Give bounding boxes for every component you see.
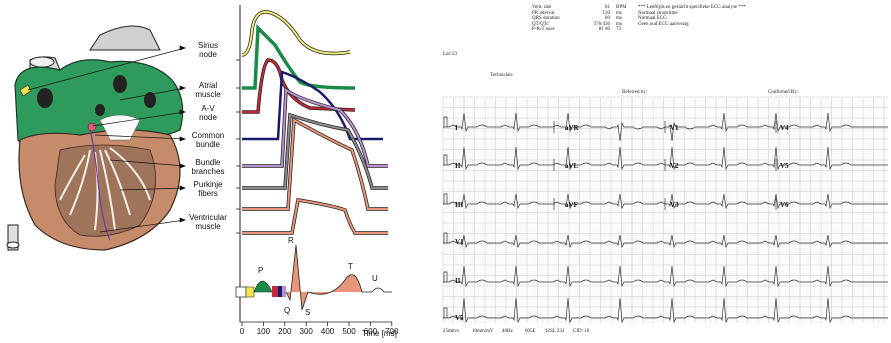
wave-label-s: S (305, 308, 311, 317)
interpretation-line: Normaal ECG (638, 16, 667, 21)
footer-item: 12SL 233 (545, 329, 565, 334)
measurement-unit: ms (616, 21, 622, 27)
ecg-traces (443, 112, 888, 324)
sinus-node-shape (19, 84, 32, 97)
measurement-value: 80 (605, 16, 610, 21)
calibration-pulse (443, 307, 448, 319)
label-bundle-branches: Bundle branches (191, 158, 225, 176)
footer-item: 40Hz (502, 329, 513, 334)
footer-item: 005E (525, 329, 536, 334)
ecg-technician: Technician: (490, 73, 514, 78)
leader-lines (27, 45, 186, 233)
lead-label: V1 (455, 238, 464, 246)
measurement-value: 376/436 (593, 21, 610, 27)
lead-label: aVL (565, 162, 579, 170)
label-atrial-muscle: Atrial muscle (195, 81, 221, 99)
label-sinus-node: Sinus node (197, 41, 218, 59)
measurement-unit: BPM (616, 5, 627, 10)
ecg-trace-row (443, 265, 888, 288)
heart-illustration (6, 25, 184, 251)
measurement-name: PR interval (532, 10, 555, 16)
lead-label: II (455, 162, 461, 170)
time-tick-label: 100 (256, 327, 271, 336)
surface-ecg-trace (235, 244, 392, 311)
ecg-referred-by: Referred by: (622, 90, 648, 95)
wave-label-p: P (258, 266, 264, 275)
ecg-trace-row (443, 234, 888, 249)
ecg-grid (442, 96, 888, 323)
time-tick-label: 200 (278, 327, 292, 336)
measurement-value: 81 80 (598, 27, 610, 32)
measurement-value: 120 (602, 10, 611, 16)
calibration-pulse (443, 193, 448, 205)
label-av-node: A-V node (199, 104, 217, 122)
footer-item: 10mm/mV (472, 329, 494, 334)
ecg-trace-row (443, 297, 888, 324)
lead-label: III (455, 201, 464, 209)
measurement-unit: ms (616, 10, 622, 16)
calibration-pulse (443, 116, 448, 128)
calibration-pulse (443, 271, 448, 283)
time-tick-label: 700 (385, 327, 399, 336)
lead-label: I (455, 124, 458, 132)
wave-label-q: Q (284, 306, 291, 315)
measurement-name: QT/QTc (532, 21, 549, 27)
time-tick-label: 400 (320, 327, 335, 336)
ecg-printout (442, 96, 888, 324)
lead-label: V4 (780, 124, 789, 132)
measurement-name: Vent. rate (532, 5, 552, 10)
footer-item: CID: 10 (573, 329, 590, 334)
calibration-pulse (443, 154, 448, 166)
measurement-unit: ms (616, 16, 622, 21)
calibration-pulse (443, 232, 448, 244)
time-tick-label: 0 (239, 327, 245, 336)
label-purkinje-fibers: Purkinje fibers (193, 180, 223, 198)
time-axis-label: Time [ms] (362, 329, 397, 338)
wave-label-t: T (348, 262, 353, 271)
footer-item: 25mm/s (443, 329, 460, 334)
bundle-branches-trace (242, 86, 388, 168)
action-potential-panel (235, 5, 393, 326)
lead-label: V3 (670, 201, 679, 209)
time-tick-label: 300 (299, 327, 313, 336)
ecg-location: Loc:23 (443, 52, 458, 57)
ecg-trace-row (443, 112, 888, 142)
lead-label: aVR (565, 124, 579, 132)
common-bundle-trace (242, 70, 383, 141)
lead-label: V6 (780, 201, 789, 209)
interpretation-line: *** Leeftijds en geslacht specifieke ECG… (638, 5, 746, 10)
ecg-trace-row (443, 193, 888, 210)
wave-label-u: U (372, 274, 378, 283)
time-tick-label: 600 (363, 327, 378, 336)
lead-label: II (455, 277, 461, 285)
interpretation-line: Normaal sinusritme (638, 10, 678, 16)
ecg-confirmed-by: Confirmed By: (768, 90, 799, 95)
wave-label-r: R (288, 236, 294, 245)
time-tick-label: 500 (342, 327, 356, 336)
lead-label: V1 (670, 124, 679, 132)
time-axis-ticks (241, 322, 393, 326)
measurement-name: P-R-T axes (532, 27, 555, 32)
lead-label: V5 (455, 314, 464, 322)
av-node-shape (87, 122, 97, 132)
ecg-trace-row (443, 146, 888, 171)
measurement-value: 81 (605, 5, 610, 10)
measurement-name: QRS duration (532, 16, 560, 21)
measurement-unit: 73 (616, 27, 621, 32)
lead-label: V2 (670, 162, 679, 170)
lead-label: V5 (780, 162, 789, 170)
interpretation-line: Geen oud ECG aanwezig (638, 21, 689, 27)
purkinje-trace (242, 112, 388, 190)
label-ventricular-muscle: Ventricular muscle (189, 213, 227, 231)
label-common-bundle: Common bundle (191, 131, 225, 149)
lead-label: aVF (565, 201, 578, 209)
